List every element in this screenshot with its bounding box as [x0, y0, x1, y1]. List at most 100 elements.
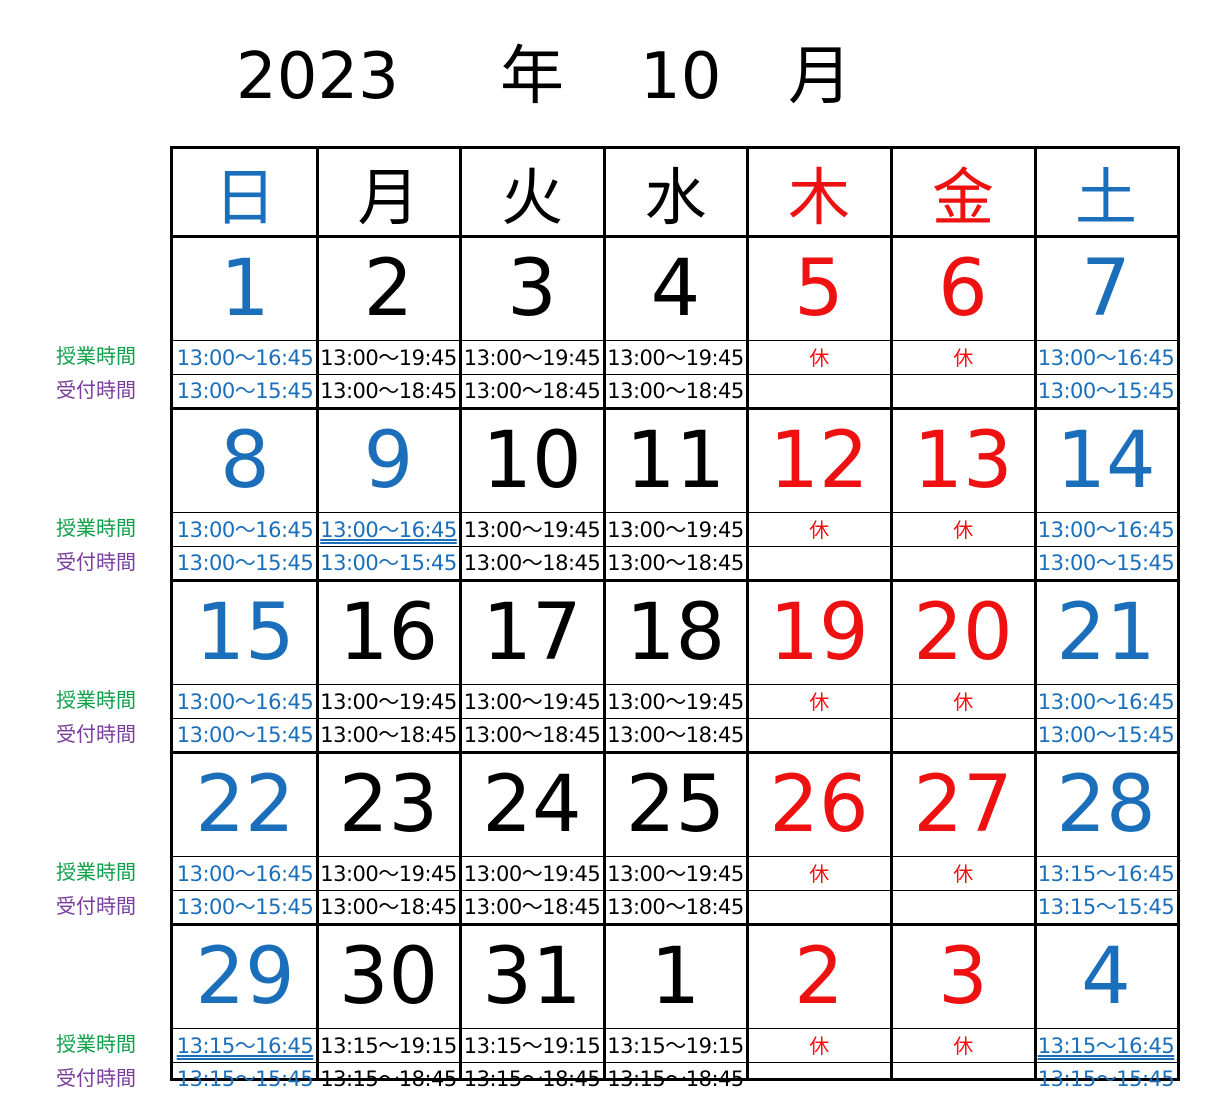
weekday-header: 月	[357, 161, 420, 234]
day-number[interactable]: 15	[195, 588, 295, 678]
day-number[interactable]: 2	[363, 244, 414, 334]
day-number[interactable]: 14	[1056, 416, 1156, 506]
lesson-time: 休	[809, 518, 829, 543]
reception-time: 13:00～18:45	[463, 551, 601, 576]
reception-time	[747, 546, 891, 580]
time-row-divider	[173, 373, 1177, 375]
time-row-divider	[173, 512, 1177, 513]
lesson-time: 13:15～16:45	[1037, 861, 1175, 886]
reception-time: 13:00～15:45	[176, 723, 314, 748]
reception-time: 13:00～15:45	[320, 551, 457, 576]
time-row-divider	[173, 545, 1177, 547]
day-number[interactable]: 30	[338, 932, 439, 1022]
day-number[interactable]: 25	[625, 760, 726, 850]
reception-time: 13:15～15:45	[1037, 1067, 1175, 1092]
day-number[interactable]: 7	[1081, 244, 1131, 334]
day-number[interactable]: 27	[913, 760, 1013, 850]
day-number[interactable]: 1	[220, 244, 270, 334]
day-number[interactable]: 10	[482, 416, 582, 506]
lesson-time: 13:00～19:45	[607, 517, 744, 542]
day-number[interactable]: 21	[1056, 588, 1156, 678]
lesson-time: 13:00～16:45	[176, 689, 314, 714]
time-row-divider	[173, 856, 1177, 857]
reception-time	[891, 1062, 1035, 1096]
lesson-time: 休	[953, 1034, 973, 1059]
lesson-time-label: 授業時間	[56, 860, 136, 884]
day-number[interactable]: 5	[794, 244, 844, 334]
reception-time: 13:00～18:45	[463, 895, 601, 920]
time-row-divider	[173, 1028, 1177, 1029]
time-row-divider	[173, 340, 1177, 341]
reception-time	[891, 546, 1035, 580]
reception-time: 13:00～15:45	[176, 551, 314, 576]
weekday-header: 土	[1074, 161, 1137, 234]
lesson-time: 13:00～19:45	[320, 345, 457, 370]
lesson-time: 13:00～19:45	[463, 689, 601, 714]
reception-time: 13:00～18:45	[320, 379, 457, 404]
day-number[interactable]: 3	[507, 244, 557, 334]
reception-time: 13:00～15:45	[1037, 379, 1175, 404]
reception-time: 13:00～18:45	[320, 895, 457, 920]
lesson-time: 休	[809, 690, 829, 715]
day-number[interactable]: 4	[650, 244, 701, 334]
lesson-time-label: 授業時間	[56, 516, 136, 540]
day-number[interactable]: 12	[769, 416, 869, 506]
day-number[interactable]: 23	[338, 760, 439, 850]
day-number[interactable]: 26	[769, 760, 869, 850]
lesson-time-label: 授業時間	[56, 688, 136, 712]
reception-time: 13:00～18:45	[607, 723, 744, 748]
column-divider	[890, 149, 893, 1078]
day-number[interactable]: 22	[195, 760, 295, 850]
reception-time: 13:00～15:45	[1037, 551, 1175, 576]
day-number[interactable]: 19	[769, 588, 869, 678]
reception-time: 13:00～18:45	[607, 551, 744, 576]
day-number[interactable]: 9	[363, 416, 414, 506]
week-divider	[173, 923, 1177, 926]
weekday-header: 水	[644, 161, 707, 234]
day-number[interactable]: 24	[482, 760, 582, 850]
lesson-time: 13:00～16:45	[1037, 517, 1175, 542]
reception-time	[747, 1062, 891, 1096]
weekday-header: 火	[500, 161, 563, 234]
lesson-time: 休	[809, 862, 829, 887]
reception-time	[747, 374, 891, 408]
day-number[interactable]: 3	[938, 932, 988, 1022]
reception-time: 13:00～18:45	[607, 379, 744, 404]
reception-time: 13:00～15:45	[1037, 723, 1175, 748]
day-number[interactable]: 6	[938, 244, 988, 334]
lesson-time: 13:00～16:45	[176, 345, 314, 370]
lesson-time-label: 授業時間	[56, 1032, 136, 1056]
day-number[interactable]: 8	[220, 416, 270, 506]
reception-time: 13:00～18:45	[463, 723, 601, 748]
lesson-time: 13:00～16:45	[1037, 345, 1175, 370]
week-divider	[173, 751, 1177, 754]
time-row-divider	[173, 684, 1177, 685]
day-number[interactable]: 4	[1081, 932, 1131, 1022]
title-month-kanji: 月	[788, 40, 852, 114]
day-number[interactable]: 13	[913, 416, 1013, 506]
reception-time: 13:15～18:45	[607, 1067, 744, 1092]
lesson-time: 13:00～16:45	[320, 517, 457, 542]
day-number[interactable]: 18	[625, 588, 726, 678]
day-number[interactable]: 20	[913, 588, 1013, 678]
day-number[interactable]: 16	[338, 588, 439, 678]
day-number[interactable]: 17	[482, 588, 582, 678]
day-number[interactable]: 11	[625, 416, 726, 506]
header-divider	[173, 235, 1177, 238]
lesson-time: 13:15～16:45	[176, 1033, 314, 1058]
reception-time-label: 受付時間	[56, 1065, 136, 1090]
lesson-time: 13:00～19:45	[607, 689, 744, 714]
day-number[interactable]: 1	[650, 932, 701, 1022]
reception-time: 13:15～18:45	[320, 1067, 457, 1092]
day-number[interactable]: 2	[794, 932, 844, 1022]
reception-time: 13:15～18:45	[463, 1067, 601, 1092]
reception-time-label: 受付時間	[56, 377, 136, 402]
reception-time: 13:00～18:45	[320, 723, 457, 748]
column-divider	[316, 149, 319, 1078]
reception-time: 13:00～18:45	[607, 895, 744, 920]
day-number[interactable]: 29	[195, 932, 295, 1022]
day-number[interactable]: 31	[482, 932, 582, 1022]
day-number[interactable]: 28	[1056, 760, 1156, 850]
column-divider	[746, 149, 749, 1078]
